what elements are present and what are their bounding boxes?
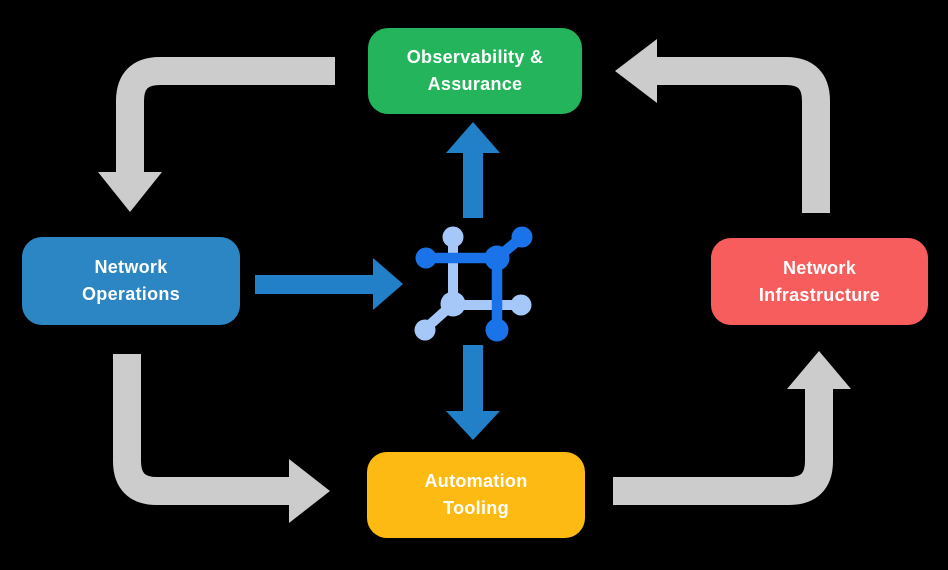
node-label-line: Automation xyxy=(424,471,528,491)
mesh-node-dot xyxy=(415,247,437,269)
node-observability-assurance: Observability & Assurance xyxy=(368,28,582,114)
arrow-operations-to-center xyxy=(255,258,403,310)
node-label-line: Tooling xyxy=(443,498,509,518)
mesh-node-dot xyxy=(510,294,532,316)
node-label-line: Operations xyxy=(81,284,181,304)
node-label-line: Observability & xyxy=(406,47,544,67)
mesh-bright-branches xyxy=(415,226,533,342)
mesh-junction-dot xyxy=(440,291,466,317)
arrow-automation-to-infrastructure xyxy=(613,351,851,505)
mesh-node-dot xyxy=(414,319,436,341)
mesh-node-dot xyxy=(485,318,509,342)
node-label-line: Network xyxy=(94,257,168,277)
arrow-operations-to-automation xyxy=(113,354,330,523)
node-automation-tooling: Automation Tooling xyxy=(367,452,585,538)
mesh-node-dot xyxy=(511,226,533,248)
arrow-observability-to-operations xyxy=(98,57,335,212)
network-mesh-icon xyxy=(414,226,533,342)
node-label-line: Infrastructure xyxy=(758,284,881,305)
node-network-operations: Network Operations xyxy=(22,237,240,325)
arrow-infrastructure-to-observability xyxy=(615,39,830,213)
arrow-head-up-icon xyxy=(787,351,851,389)
node-label-line: Network xyxy=(782,257,857,278)
arrow-shaft xyxy=(113,354,289,505)
arrow-shaft xyxy=(116,57,335,172)
arrow-center-to-observability xyxy=(446,122,500,218)
arrow-shaft xyxy=(657,57,830,213)
arrow-head-left-icon xyxy=(615,39,657,103)
arrow-center-to-automation xyxy=(446,345,500,440)
arrow-head-right-icon xyxy=(289,459,330,523)
node-network-infrastructure: Network Infrastructure xyxy=(711,238,928,325)
arrow-head-down-icon xyxy=(98,172,162,212)
node-label-line: Assurance xyxy=(427,74,523,94)
mesh-junction-dot xyxy=(484,245,510,271)
mesh-light-branches xyxy=(414,226,532,341)
mesh-node-dot xyxy=(442,226,464,248)
arrow-shaft xyxy=(613,389,833,505)
